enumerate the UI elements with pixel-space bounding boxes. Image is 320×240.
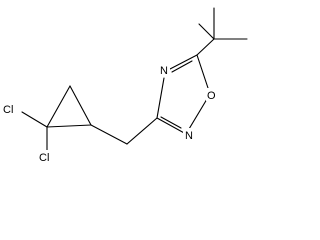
bond-c5-n4 (169, 54, 198, 70)
bond-cp-c3-c1 (46, 124, 92, 128)
bond-c3-ch2 (126, 117, 158, 145)
dichlorocyclopropane-ring (21, 85, 92, 154)
bond-c5-o1 (196, 54, 211, 95)
bond-ch2-cyclopropyl (90, 124, 128, 145)
atom-labels: N O N Cl Cl (2, 63, 219, 164)
bond-c5-n4-inner (171, 60, 193, 73)
bond-cp-c1-c2 (69, 85, 92, 126)
atom-label-cl-upper: Cl (3, 104, 13, 116)
atom-label-n2: N (185, 130, 193, 142)
atom-label-o1: O (207, 90, 216, 102)
tert-butyl-group (196, 7, 248, 56)
bond-n2-c3-inner (160, 116, 182, 129)
atom-label-cl-lower: Cl (39, 152, 49, 164)
methylene-linker (90, 117, 158, 145)
bond-n2-c3 (156, 117, 187, 135)
bond-cp-c2-c3 (46, 85, 71, 128)
chemical-structure-diagram: N O N Cl Cl (2, 7, 248, 164)
bond-tbu-to-ring (196, 38, 215, 56)
bond-c3-n4 (156, 77, 165, 119)
bond-tbu-methyl-left (198, 23, 215, 40)
bond-c-cl-upper (21, 111, 48, 128)
atom-label-n4: N (160, 65, 168, 77)
